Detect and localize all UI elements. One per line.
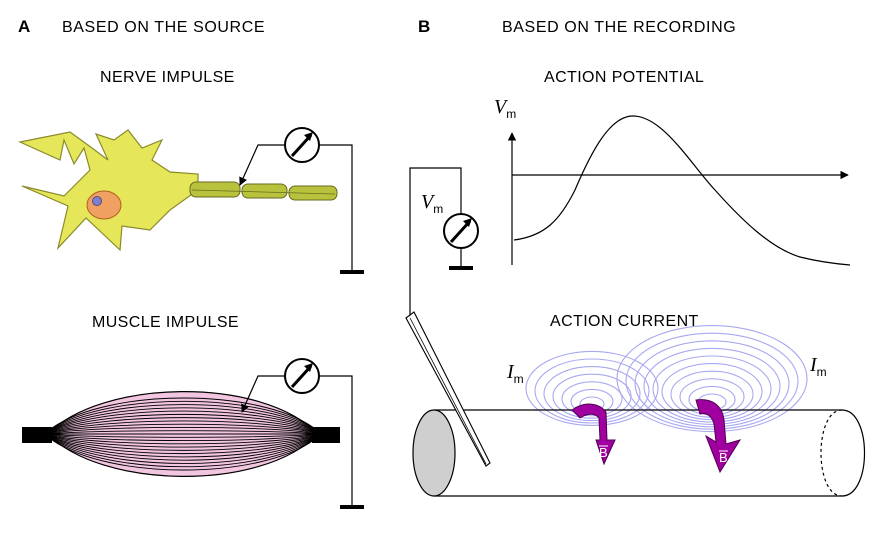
field-loop: [634, 340, 790, 428]
muscle-fiber: [51, 410, 315, 431]
muscle-fiber: [51, 400, 315, 429]
muscle-fiber: [51, 437, 315, 458]
tendon-left: [22, 427, 52, 443]
field-loop: [616, 325, 808, 433]
field-loop: [543, 366, 641, 422]
nucleolus: [92, 196, 102, 206]
neuron: [18, 129, 338, 252]
meter-nerve: [239, 127, 364, 274]
field-loop: [525, 350, 659, 426]
axon-segment: [189, 181, 241, 198]
muscle-fiber: [51, 404, 315, 430]
muscle-fiber: [51, 423, 315, 433]
b-vector-label: B: [599, 445, 608, 460]
tendon-right: [312, 427, 340, 443]
im-label-left: Im: [506, 361, 524, 386]
cylinder-end-face: [412, 409, 456, 497]
muscle-fiber: [51, 435, 315, 448]
nerve-impulse-title: NERVE IMPULSE: [100, 69, 235, 86]
field-loop: [625, 332, 799, 430]
muscle-fiber: [51, 438, 315, 464]
b-vector-label: B: [719, 450, 728, 465]
b-field-arrow-right: B: [695, 399, 742, 474]
muscle-impulse-title: MUSCLE IMPULSE: [92, 314, 239, 331]
b-field-arrow-left: B: [571, 403, 616, 466]
muscle-fiber: [51, 397, 315, 429]
action-current-title: ACTION CURRENT: [550, 313, 699, 330]
field-loop: [561, 381, 623, 417]
field-loop: [643, 347, 781, 425]
fiber-cylinder: [412, 409, 865, 497]
vm-axis-label: Vm: [494, 96, 516, 121]
nucleus: [86, 190, 122, 220]
meter-muscle: [241, 358, 364, 509]
muscle-fiber: [51, 436, 315, 455]
field-loop: [552, 373, 632, 419]
current-field-lines: [525, 325, 808, 433]
muscle-fiber: [51, 407, 315, 431]
ap-curve: [513, 115, 851, 266]
panel-a-letter: A: [18, 17, 30, 36]
muscle-fiber: [51, 434, 315, 441]
axon-segment: [241, 183, 288, 199]
muscle-fiber: [51, 420, 315, 433]
vm-meter-label: Vm: [421, 191, 443, 216]
muscle-fiber: [51, 436, 315, 451]
im-label-right: Im: [809, 354, 827, 379]
field-loop: [652, 355, 772, 423]
field-loop: [534, 358, 650, 424]
cylinder-body: [434, 409, 842, 497]
action-potential-title: ACTION POTENTIAL: [544, 69, 704, 86]
muscle-fiber: [51, 439, 315, 468]
neuron-body-dendrites: [18, 129, 199, 252]
muscle-fiber: [51, 430, 315, 434]
recording-electrode: [405, 311, 491, 467]
muscle: [22, 391, 340, 477]
panel-a-heading: BASED ON THE SOURCE: [62, 19, 265, 36]
muscle-fiber: [51, 413, 315, 432]
muscle-fiber: [51, 434, 315, 438]
muscle-fiber: [51, 437, 315, 461]
action-potential-graph: Vm: [494, 96, 851, 266]
panel-b-letter: B: [418, 17, 430, 36]
muscle-fiber: [51, 439, 315, 471]
muscle-fiber: [51, 435, 315, 445]
panel-b-heading: BASED ON THE RECORDING: [502, 19, 736, 36]
muscle-fiber: [51, 427, 315, 434]
meter-recording: Vm: [409, 167, 479, 318]
muscle-fiber: [51, 417, 315, 432]
